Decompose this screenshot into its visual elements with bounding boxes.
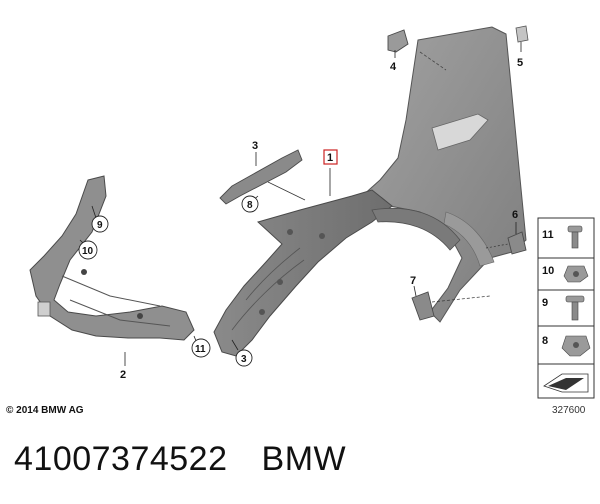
callout-1-highlight (323, 149, 338, 165)
callout-circle-11[interactable]: 11 (191, 338, 211, 358)
screw-icon (567, 225, 583, 249)
callout-6[interactable]: 6 (512, 209, 518, 221)
copyright-text: © 2014 BMW AG (6, 405, 84, 416)
flange-nut-icon (561, 335, 591, 357)
bracket-part-6 (485, 231, 527, 255)
diagram-number: 327600 (552, 405, 586, 416)
bracket-part-4 (387, 29, 409, 53)
fender-panel (351, 26, 527, 323)
legend-row-10-label: 10 (542, 265, 554, 277)
callout-circle-8[interactable]: 8 (241, 195, 259, 213)
callout-10: 10 (82, 246, 94, 257)
part-number: 41007374522 (14, 440, 228, 478)
callout-3-upper[interactable]: 3 (252, 140, 258, 152)
bracket-part-3 (219, 149, 306, 205)
inner-arch-structure (213, 189, 461, 357)
arrow-direction-icon (543, 373, 589, 393)
callout-1[interactable]: 1 (327, 152, 333, 164)
callout-3-lower: 3 (241, 354, 247, 365)
fastener-legend: 11 10 9 8 (537, 217, 595, 399)
callout-circle-3-lower[interactable]: 3 (235, 349, 253, 367)
parts-diagram: 1 2 3 4 5 6 7 9 10 8 11 3 11 10 (29, 25, 595, 399)
callout-2[interactable]: 2 (120, 369, 126, 381)
callout-11: 11 (195, 344, 206, 355)
callout-9: 9 (97, 220, 103, 231)
front-bracket-assembly (29, 175, 195, 341)
legend-row-9-label: 9 (542, 297, 548, 309)
nut-icon (563, 265, 589, 283)
legend-row-11-label: 11 (542, 229, 554, 241)
callout-4[interactable]: 4 (390, 61, 397, 73)
flange-screw-icon (565, 295, 585, 321)
callout-5[interactable]: 5 (517, 57, 523, 69)
callout-circle-9[interactable]: 9 (91, 215, 109, 233)
legend-row-8-label: 8 (542, 335, 548, 347)
clip-part-5 (515, 25, 529, 43)
callout-circle-10[interactable]: 10 (78, 240, 98, 260)
footer-line: 41007374522 BMW (14, 440, 346, 479)
brand-name: BMW (261, 440, 347, 478)
callout-7[interactable]: 7 (410, 275, 416, 287)
bracket-part-7 (411, 291, 491, 321)
callout-8: 8 (247, 200, 253, 211)
